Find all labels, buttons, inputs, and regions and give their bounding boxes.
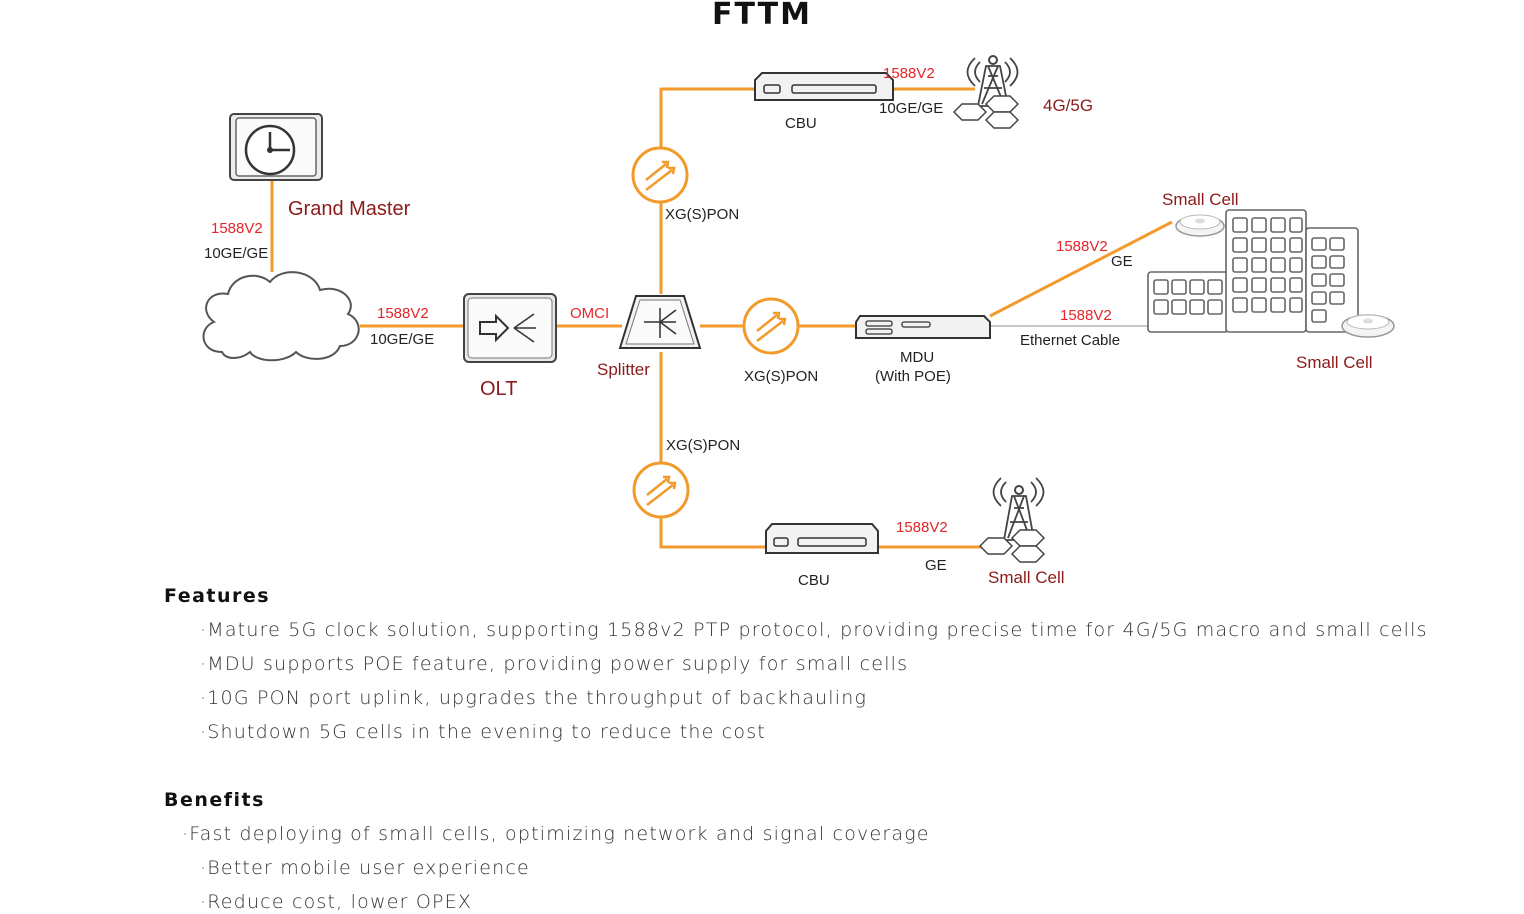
benefit-item: ·Better mobile user experience xyxy=(200,857,530,879)
cbu-bottom-link-label: GE xyxy=(925,557,947,574)
features-heading: Features xyxy=(164,585,271,607)
diagram-title: FTTM xyxy=(712,0,812,32)
pon-bottom-label: XG(S)PON xyxy=(666,437,740,454)
benefit-item: ·Fast deploying of small cells, optimizi… xyxy=(182,823,930,845)
small-cell-top-label: Small Cell xyxy=(1162,190,1239,209)
cloud-protocol-label: 1588V2 xyxy=(377,305,429,322)
small-cell-bottom-label: Small Cell xyxy=(988,568,1065,587)
feature-item: ·10G PON port uplink, upgrades the throu… xyxy=(200,687,868,709)
gm-protocol-label: 1588V2 xyxy=(211,220,263,237)
small-cell-right-label: Small Cell xyxy=(1296,353,1373,372)
pon-top-icon xyxy=(631,146,689,204)
cloud-link-label: 10GE/GE xyxy=(370,331,434,348)
fttm-diagram: FTTM Grand Master 1588V2 10GE/GE 1588V2 … xyxy=(202,0,1395,589)
feature-item: ·Shutdown 5G cells in the evening to red… xyxy=(200,721,766,743)
cbu-top-link-label: 10GE/GE xyxy=(879,100,943,117)
tower-top-label: 4G/5G xyxy=(1043,96,1093,115)
cbu-top-icon xyxy=(754,72,894,101)
mdu-label-line2: (With POE) xyxy=(875,368,951,385)
ethernet-protocol-label: 1588V2 xyxy=(1060,307,1112,324)
grand-master-clock-icon xyxy=(229,113,323,181)
gm-link-label: 10GE/GE xyxy=(204,245,268,262)
pon-top-label: XG(S)PON xyxy=(665,206,739,223)
grand-master-label: Grand Master xyxy=(288,198,411,220)
cbu-bottom-protocol-label: 1588V2 xyxy=(896,519,948,536)
small-cell-right-icon xyxy=(1341,314,1395,338)
cloud-icon xyxy=(202,271,360,362)
olt-icon xyxy=(463,293,557,363)
ethernet-link-label: Ethernet Cable xyxy=(1020,332,1120,349)
splitter-label: Splitter xyxy=(597,360,650,379)
pon-mid-icon xyxy=(742,297,800,355)
cbu-top-label: CBU xyxy=(785,115,817,132)
splitter-cbu-bottom-link xyxy=(659,352,766,549)
olt-label: OLT xyxy=(480,378,517,400)
pon-mid-label: XG(S)PON xyxy=(744,368,818,385)
feature-item: ·MDU supports POE feature, providing pow… xyxy=(200,653,909,675)
feature-item: ·Mature 5G clock solution, supporting 15… xyxy=(200,619,1428,641)
cbu-bottom-icon xyxy=(765,523,879,554)
mdu-icon xyxy=(855,315,991,339)
splitter-cbu-top-link xyxy=(659,87,755,294)
benefits-heading: Benefits xyxy=(164,789,265,811)
cbu-top-protocol-label: 1588V2 xyxy=(883,65,935,82)
small-cell-top-protocol-label: 1588V2 xyxy=(1056,238,1108,255)
splitter-icon xyxy=(618,295,702,349)
cell-tower-top-icon xyxy=(952,55,1020,129)
pon-bottom-icon xyxy=(632,461,690,519)
omci-label: OMCI xyxy=(570,305,609,322)
mdu-label-line1: MDU xyxy=(900,349,934,366)
mdu-small-cell-link xyxy=(989,220,1173,318)
buildings-icon xyxy=(1147,209,1359,333)
cbu-bottom-label: CBU xyxy=(798,572,830,589)
cell-tower-bottom-icon xyxy=(978,477,1046,563)
small-cell-top-icon xyxy=(1175,214,1225,237)
small-cell-top-link-label: GE xyxy=(1111,253,1133,270)
benefit-item: ·Reduce cost, lower OPEX xyxy=(200,891,473,913)
